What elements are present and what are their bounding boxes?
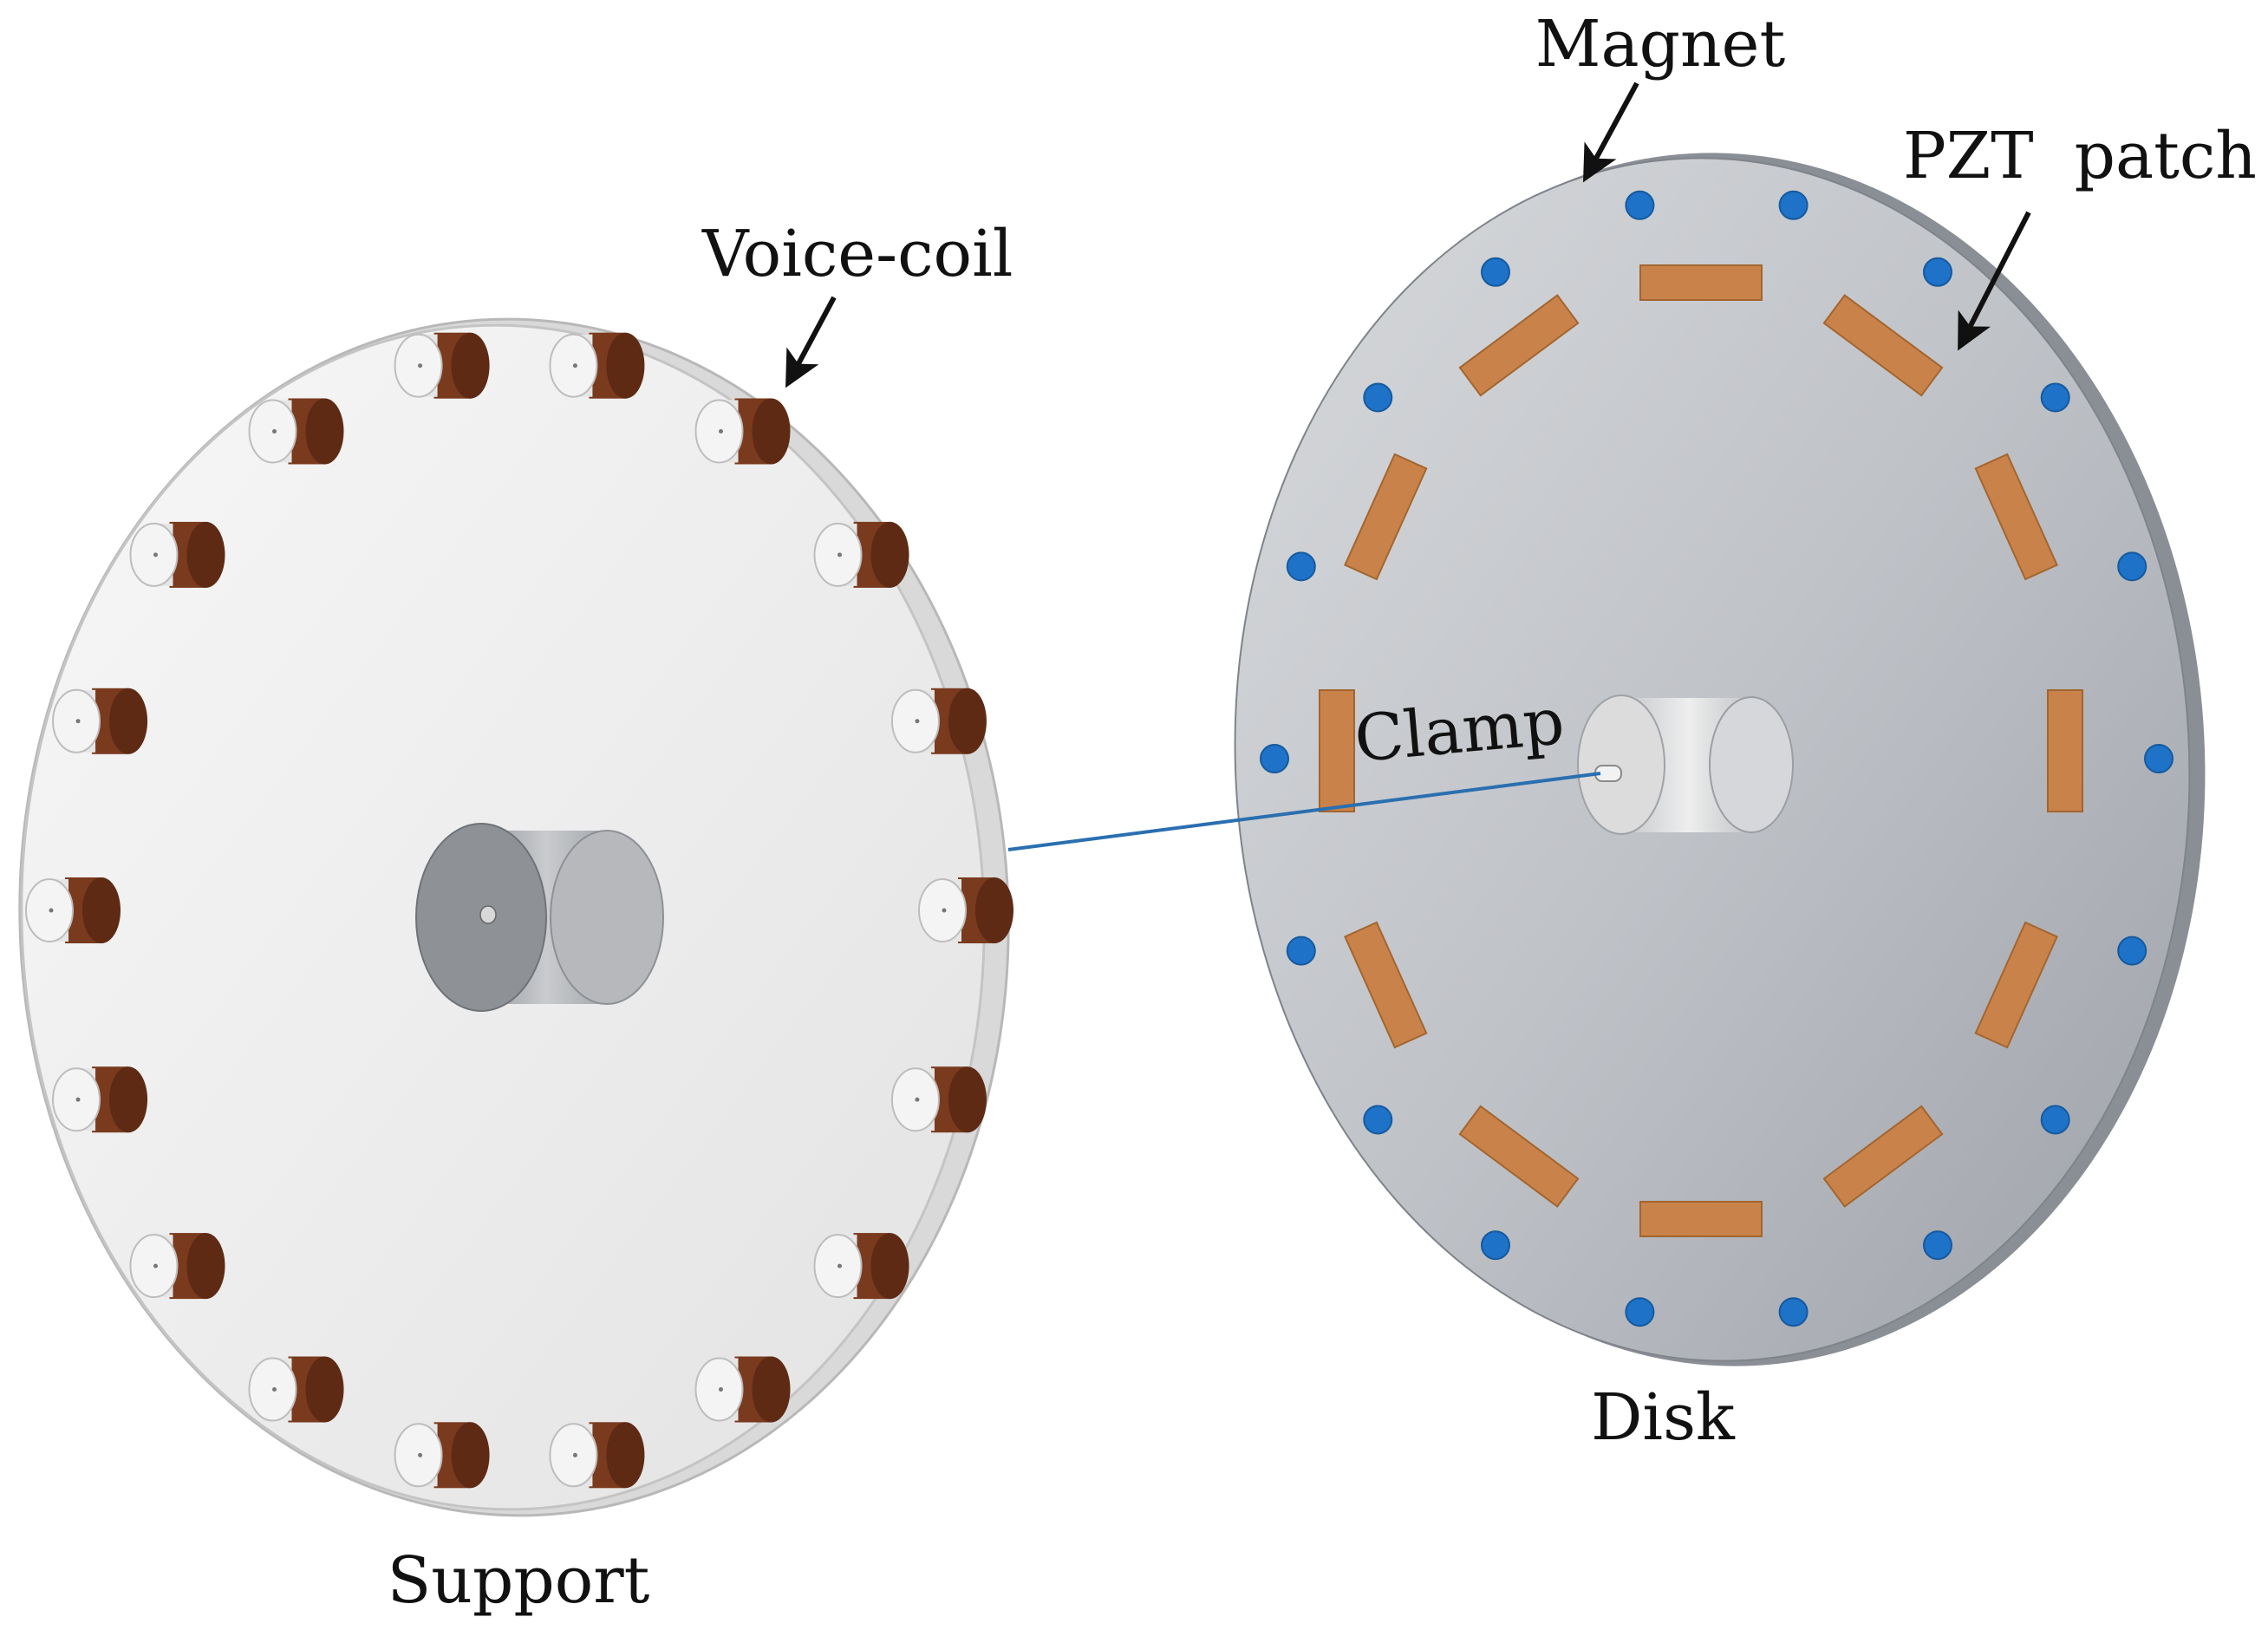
voice-coil-label: Voice-coil xyxy=(701,217,1013,291)
magnet-arrow xyxy=(1582,82,1639,183)
voice-coil xyxy=(25,877,121,943)
magnet xyxy=(2144,744,2174,773)
magnet xyxy=(1260,744,1289,773)
magnet xyxy=(2040,1105,2070,1135)
voice-coil xyxy=(248,398,344,465)
magnet xyxy=(1625,1297,1655,1327)
magnet xyxy=(1363,382,1393,413)
voice-coil xyxy=(694,1356,791,1423)
voice-coil xyxy=(813,521,909,588)
voice-coil xyxy=(813,1233,909,1300)
voice-coil xyxy=(248,1356,344,1423)
clamp-face xyxy=(1577,694,1665,835)
pzt-patch xyxy=(1458,1105,1580,1208)
magnet xyxy=(2117,551,2147,582)
pzt-patch xyxy=(1974,453,2058,581)
pzt-patch xyxy=(2047,689,2083,812)
voice-coil-group xyxy=(25,332,1013,1489)
pzt-patch xyxy=(1639,1201,1763,1237)
magnet xyxy=(1286,936,1316,966)
voice-coil-callout: Voice-coil xyxy=(701,217,1013,388)
voice-coil xyxy=(890,688,987,754)
pzt-arrow xyxy=(1958,211,2031,351)
magnet xyxy=(2117,936,2147,966)
magnet xyxy=(1481,257,1510,287)
pzt-callout: PZT patch xyxy=(1903,119,2257,351)
magnet xyxy=(1778,190,1809,220)
voice-coil xyxy=(549,1422,645,1489)
magnet xyxy=(1923,1230,1952,1261)
voice-coil xyxy=(394,332,490,399)
magnet xyxy=(1286,551,1316,582)
shaft-line xyxy=(1007,772,1601,851)
clamp-label: Clamp xyxy=(1352,684,1567,777)
voice-coil xyxy=(129,1233,225,1300)
pzt-patch xyxy=(1319,689,1355,812)
magnet xyxy=(1625,190,1655,220)
pzt-patch xyxy=(1822,1105,1944,1208)
voice-coil xyxy=(52,1066,148,1133)
magnet-group xyxy=(1260,190,2174,1327)
pzt-patch-group xyxy=(1319,264,2083,1237)
pzt-patch xyxy=(1344,921,1428,1049)
voice-coil-arrow xyxy=(785,296,837,388)
voice-coil xyxy=(394,1422,490,1489)
voice-coil xyxy=(694,398,791,465)
voice-coil xyxy=(918,877,1013,943)
magnet xyxy=(1363,1105,1393,1135)
magnet-label: Magnet xyxy=(1535,7,1786,82)
voice-coil xyxy=(890,1066,987,1133)
voice-coil xyxy=(129,521,225,588)
pzt-patch xyxy=(1344,453,1428,581)
support-hub xyxy=(415,823,664,1012)
pzt-patch xyxy=(1974,921,2058,1049)
magnet xyxy=(1481,1230,1510,1261)
magnet xyxy=(2040,382,2070,413)
pzt-patch xyxy=(1458,294,1580,397)
magnet xyxy=(1778,1297,1809,1327)
magnet-callout: Magnet xyxy=(1535,7,1786,183)
disk-label: Disk xyxy=(1591,1380,1736,1455)
magnet xyxy=(1923,257,1952,287)
voice-coil xyxy=(52,688,148,754)
pzt-patch xyxy=(1639,264,1763,301)
pzt-patch-label: PZT patch xyxy=(1903,119,2257,193)
support-label: Support xyxy=(388,1543,650,1618)
pzt-patch xyxy=(1822,294,1944,397)
voice-coil xyxy=(549,332,645,399)
clamp xyxy=(1577,694,1794,835)
